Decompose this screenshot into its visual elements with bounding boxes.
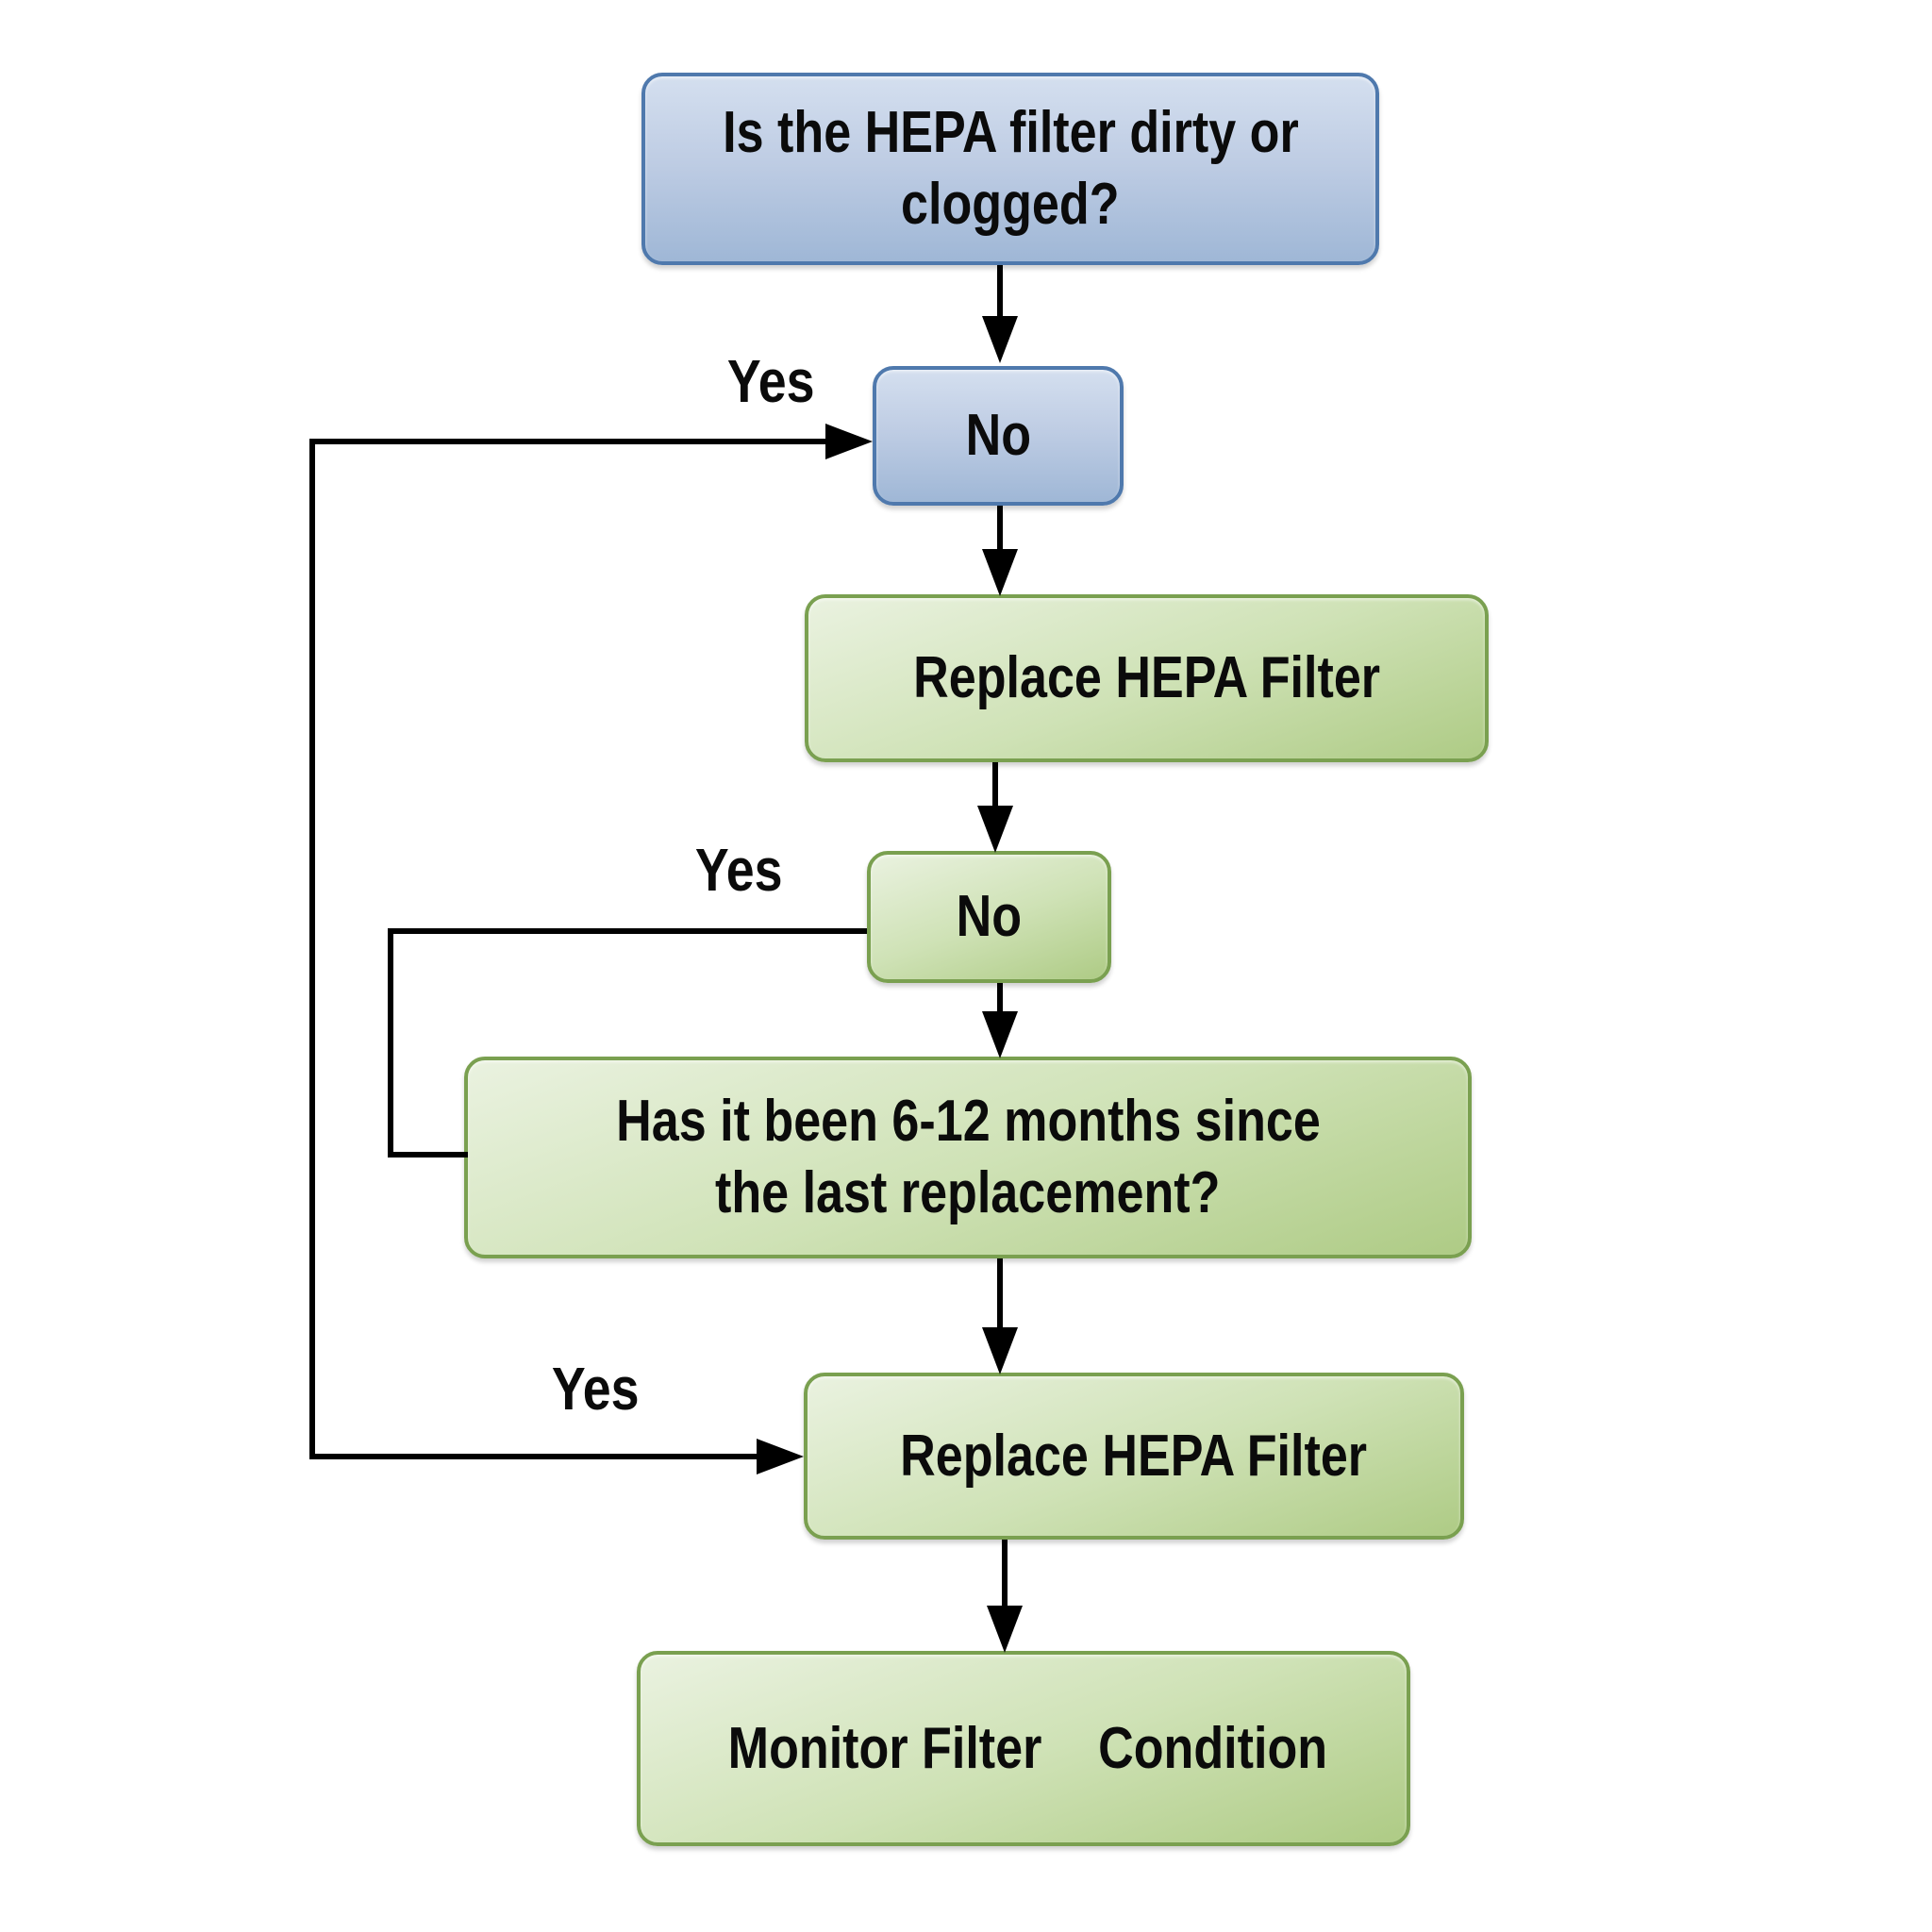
- node-question-months-line2: the last replacement?: [715, 1160, 1221, 1225]
- node-monitor-line2: Condition: [1097, 1715, 1327, 1781]
- node-replace-1: Replace HEPA Filter: [805, 594, 1489, 762]
- edge-label-yes-middle: Yes: [694, 836, 783, 904]
- edge-label-yes-bottom: Yes: [551, 1355, 640, 1423]
- edge-no2-to-question-months-arrowhead-icon: [982, 1011, 1018, 1058]
- edge-question-months-to-replace2-line: [997, 1258, 1003, 1334]
- node-replace-2: Replace HEPA Filter: [804, 1373, 1464, 1540]
- edge-replace1-to-no2-line: [992, 762, 998, 819]
- edge-inner-loop-vertical-line: [388, 928, 393, 1158]
- edge-no1-to-replace1-arrowhead-icon: [982, 549, 1018, 596]
- edge-inner-loop-bottom-line: [388, 1152, 468, 1158]
- edge-label-yes-top: Yes: [726, 347, 815, 415]
- edge-yes-bottom-arrowhead-icon: [757, 1439, 804, 1474]
- edge-no1-to-replace1-line: [997, 506, 1003, 562]
- node-question-dirty-label: Is the HEPA filter dirty or clogged?: [645, 97, 1375, 241]
- node-no-1-label: No: [965, 403, 1031, 468]
- node-monitor-label: Monitor Filter Condition: [698, 1713, 1349, 1785]
- node-no-2: No: [867, 851, 1111, 983]
- node-replace-1-label: Replace HEPA Filter: [913, 645, 1380, 710]
- edge-yes-top-horizontal-line: [311, 439, 832, 444]
- node-replace-2-label: Replace HEPA Filter: [900, 1423, 1368, 1489]
- edge-replace2-to-monitor-line: [1002, 1540, 1008, 1615]
- node-monitor-line1: Monitor Filter: [727, 1715, 1042, 1781]
- node-no-2-label: No: [956, 884, 1023, 949]
- edge-question-to-no1-arrowhead-icon: [982, 316, 1018, 363]
- node-question-months-line1: Has it been 6-12 months since: [615, 1089, 1321, 1154]
- edge-yes-bottom-horizontal-line: [309, 1454, 760, 1459]
- node-no-1: No: [873, 366, 1124, 506]
- edge-replace1-to-no2-arrowhead-icon: [977, 806, 1013, 853]
- node-question-dirty-line2: clogged?: [901, 172, 1120, 237]
- node-question-dirty: Is the HEPA filter dirty or clogged?: [641, 73, 1379, 265]
- edge-inner-loop-top-line: [388, 928, 867, 934]
- edge-outer-loop-vertical-line: [309, 439, 315, 1459]
- edge-question-months-to-replace2-arrowhead-icon: [982, 1327, 1018, 1374]
- edge-yes-top-arrowhead-icon: [825, 424, 873, 459]
- edge-question-to-no1-line: [997, 265, 1003, 324]
- node-question-months: Has it been 6-12 months since the last r…: [464, 1057, 1472, 1258]
- node-monitor: Monitor Filter Condition: [637, 1651, 1410, 1846]
- node-question-dirty-line1: Is the HEPA filter dirty or: [722, 100, 1299, 165]
- node-question-months-label: Has it been 6-12 months since the last r…: [468, 1086, 1468, 1229]
- edge-no2-to-question-months-line: [997, 983, 1003, 1021]
- edge-replace2-to-monitor-arrowhead-icon: [987, 1606, 1023, 1653]
